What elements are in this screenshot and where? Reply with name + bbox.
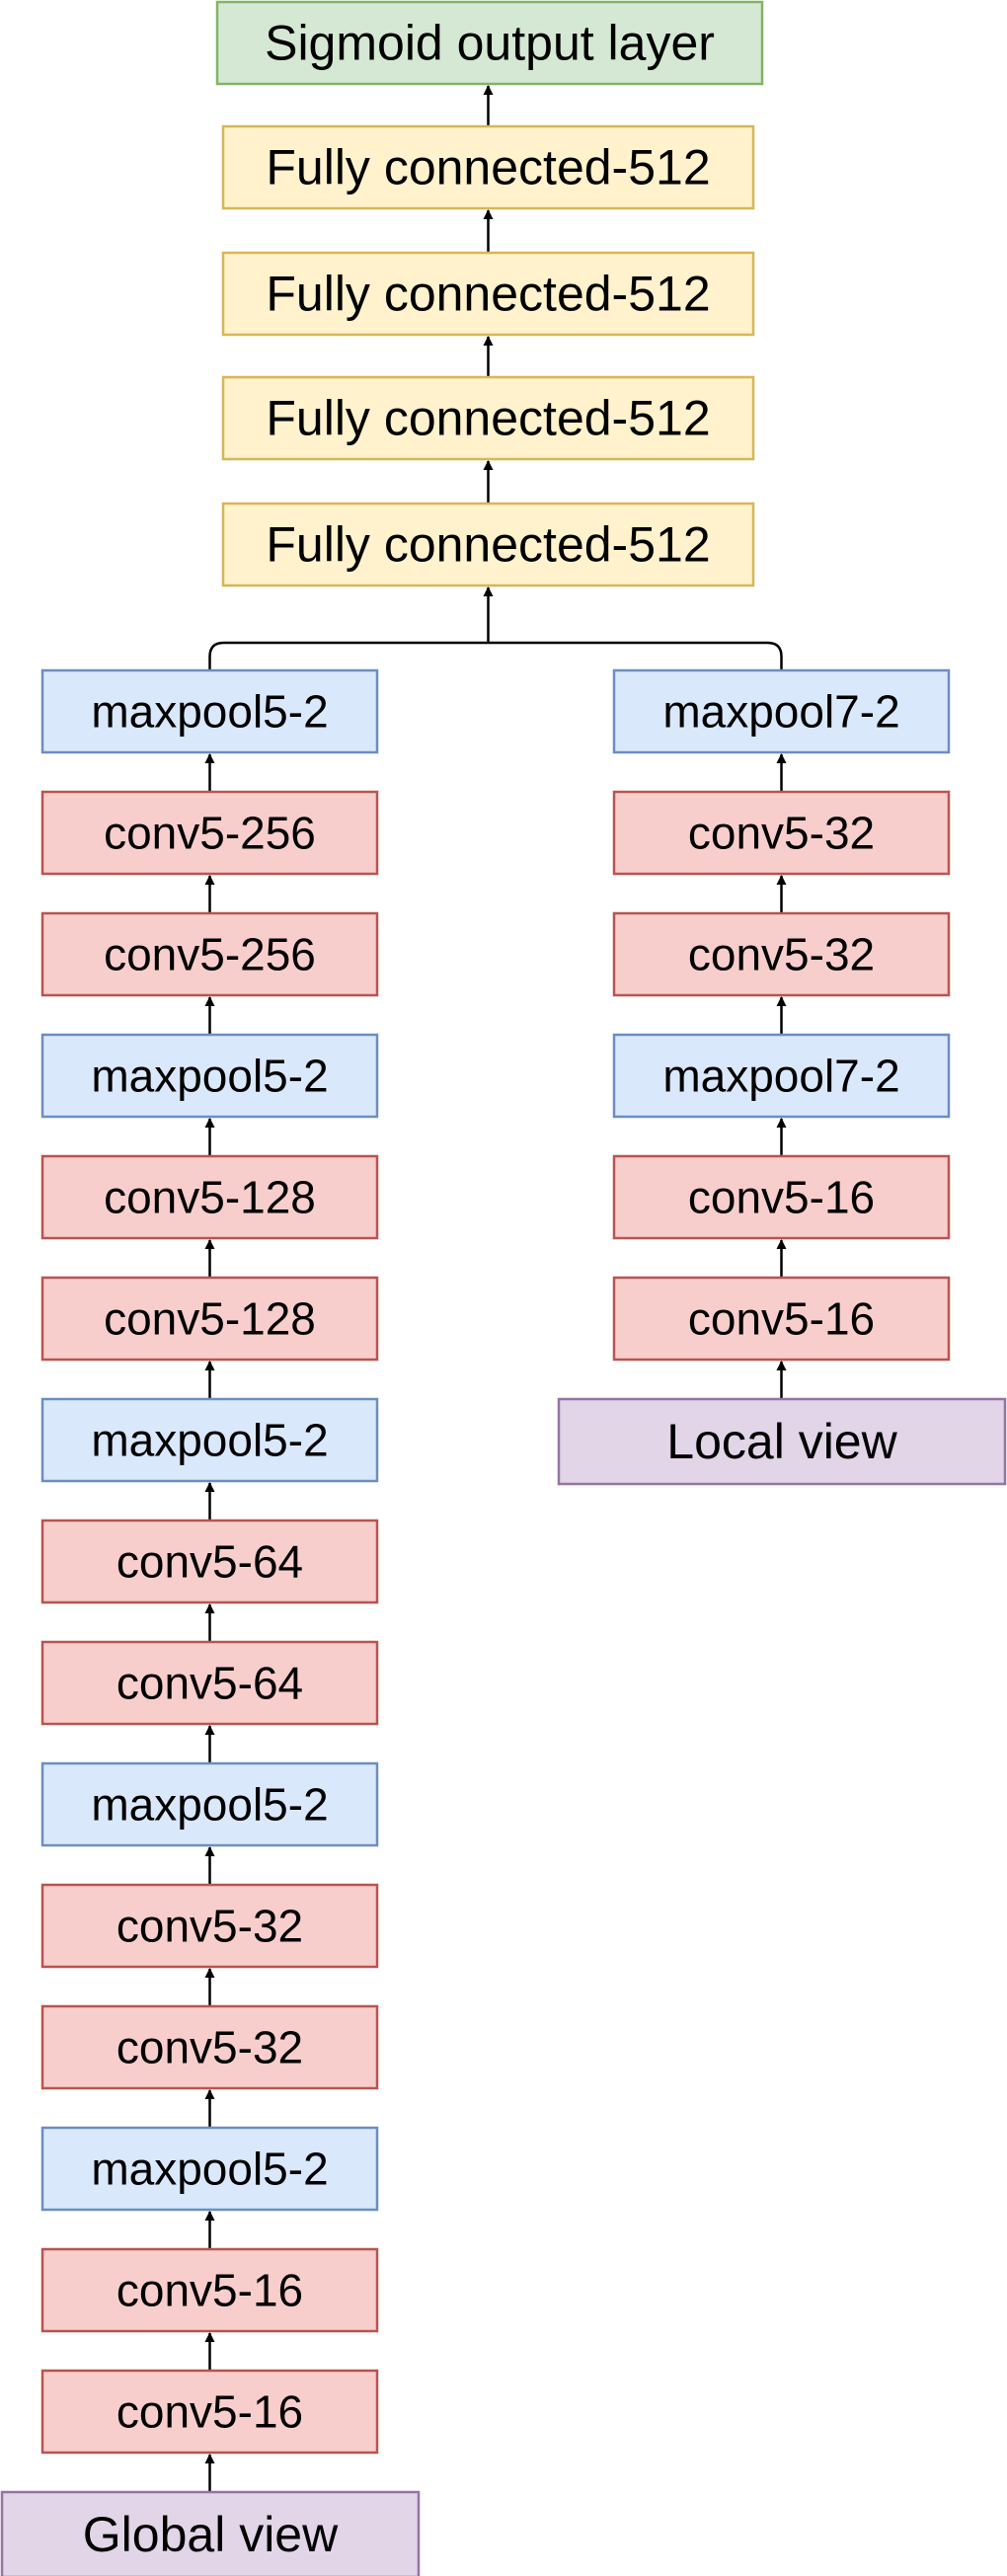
merge-bracket — [208, 641, 783, 670]
sigmoid-output-layer: Sigmoid output layer — [215, 0, 764, 86]
local-view-input: Local view — [557, 1397, 1007, 1486]
global-conv-layer-rect — [40, 790, 379, 876]
global-maxpool-layer-rect — [40, 1033, 379, 1119]
fully-connected-layer-label: Fully connected-512 — [266, 140, 710, 195]
global-conv-layer: conv5-64 — [40, 1519, 379, 1604]
global-conv-layer-rect — [40, 1276, 379, 1362]
local-conv-layer-label: conv5-32 — [688, 808, 875, 859]
global-maxpool-layer: maxpool5-2 — [40, 1033, 379, 1119]
global-maxpool-layer-label: maxpool5-2 — [91, 686, 328, 738]
global-conv-layer: conv5-128 — [40, 1276, 379, 1362]
global-view-input-rect — [0, 2490, 421, 2576]
local-conv-layer: conv5-16 — [612, 1276, 951, 1362]
local-conv-layer-label: conv5-32 — [688, 929, 875, 980]
global-conv-layer-label: conv5-256 — [104, 929, 316, 980]
local-conv-layer-rect — [612, 1154, 951, 1240]
global-conv-layer: conv5-64 — [40, 1640, 379, 1726]
local-maxpool-layer-label: maxpool7-2 — [662, 686, 899, 738]
global-conv-layer-label: conv5-16 — [116, 2265, 303, 2316]
global-maxpool-layer-label: maxpool5-2 — [91, 1779, 328, 1831]
global-maxpool-layer-rect — [40, 1397, 379, 1483]
global-maxpool-layer: maxpool5-2 — [40, 2126, 379, 2212]
global-maxpool-layer-label: maxpool5-2 — [91, 1051, 328, 1102]
global-conv-layer: conv5-128 — [40, 1154, 379, 1240]
fully-connected-layer-label: Fully connected-512 — [266, 517, 710, 573]
sigmoid-output-layer-label: Sigmoid output layer — [265, 16, 715, 71]
global-maxpool-layer: maxpool5-2 — [40, 1397, 379, 1483]
global-conv-layer-rect — [40, 1154, 379, 1240]
global-conv-layer-rect — [40, 2369, 379, 2455]
local-maxpool-layer-label: maxpool7-2 — [662, 1051, 899, 1102]
fully-connected-layer: Fully connected-512 — [221, 502, 755, 587]
fully-connected-layer-label: Fully connected-512 — [266, 267, 710, 322]
global-view-input: Global view — [0, 2490, 421, 2576]
fully-connected-layer-rect — [221, 375, 755, 461]
local-maxpool-layer: maxpool7-2 — [612, 1033, 951, 1119]
global-conv-layer: conv5-256 — [40, 911, 379, 997]
local-conv-layer: conv5-16 — [612, 1154, 951, 1240]
local-conv-layer-rect — [612, 1276, 951, 1362]
global-conv-layer-rect — [40, 911, 379, 997]
local-maxpool-layer: maxpool7-2 — [612, 668, 951, 754]
local-maxpool-layer-rect — [612, 1033, 951, 1119]
global-maxpool-layer-label: maxpool5-2 — [91, 2144, 328, 2195]
global-maxpool-layer-label: maxpool5-2 — [91, 1415, 328, 1466]
global-conv-layer-label: conv5-256 — [104, 808, 316, 859]
global-maxpool-layer: maxpool5-2 — [40, 668, 379, 754]
global-conv-layer-label: conv5-64 — [116, 1658, 303, 1709]
global-view-input-label: Global view — [83, 2507, 339, 2562]
local-view-input-label: Local view — [666, 1414, 897, 1469]
global-conv-layer: conv5-16 — [40, 2247, 379, 2333]
global-maxpool-layer-rect — [40, 668, 379, 754]
local-conv-layer-label: conv5-16 — [688, 1293, 875, 1345]
local-view-input-rect — [557, 1397, 1007, 1486]
global-conv-layer-rect — [40, 2247, 379, 2333]
global-conv-layer-rect — [40, 2004, 379, 2090]
fully-connected-layer: Fully connected-512 — [221, 375, 755, 461]
sigmoid-output-layer-rect — [215, 0, 764, 86]
global-conv-layer: conv5-32 — [40, 2004, 379, 2090]
connectors — [204, 85, 787, 2492]
local-conv-layer: conv5-32 — [612, 911, 951, 997]
global-conv-layer: conv5-16 — [40, 2369, 379, 2455]
fully-connected-layer-label: Fully connected-512 — [266, 391, 710, 446]
global-conv-layer-label: conv5-128 — [104, 1172, 316, 1223]
global-conv-layer-rect — [40, 1640, 379, 1726]
global-conv-layer-rect — [40, 1883, 379, 1969]
local-conv-layer-label: conv5-16 — [688, 1172, 875, 1223]
global-conv-layer-rect — [40, 1519, 379, 1604]
local-conv-layer: conv5-32 — [612, 790, 951, 876]
global-maxpool-layer-rect — [40, 1761, 379, 1847]
global-conv-layer-label: conv5-64 — [116, 1536, 303, 1588]
fully-connected-layer: Fully connected-512 — [221, 124, 755, 210]
global-conv-layer-label: conv5-16 — [116, 2386, 303, 2438]
global-conv-layer: conv5-256 — [40, 790, 379, 876]
fully-connected-layer: Fully connected-512 — [221, 251, 755, 337]
fully-connected-layer-rect — [221, 502, 755, 587]
local-maxpool-layer-rect — [612, 668, 951, 754]
local-conv-layer-rect — [612, 790, 951, 876]
global-maxpool-layer-rect — [40, 2126, 379, 2212]
local-conv-layer-rect — [612, 911, 951, 997]
global-conv-layer-label: conv5-32 — [116, 2022, 303, 2073]
global-conv-layer-label: conv5-128 — [104, 1293, 316, 1345]
global-maxpool-layer: maxpool5-2 — [40, 1761, 379, 1847]
global-conv-layer: conv5-32 — [40, 1883, 379, 1969]
fully-connected-layer-rect — [221, 124, 755, 210]
global-conv-layer-label: conv5-32 — [116, 1901, 303, 1952]
fully-connected-layer-rect — [221, 251, 755, 337]
